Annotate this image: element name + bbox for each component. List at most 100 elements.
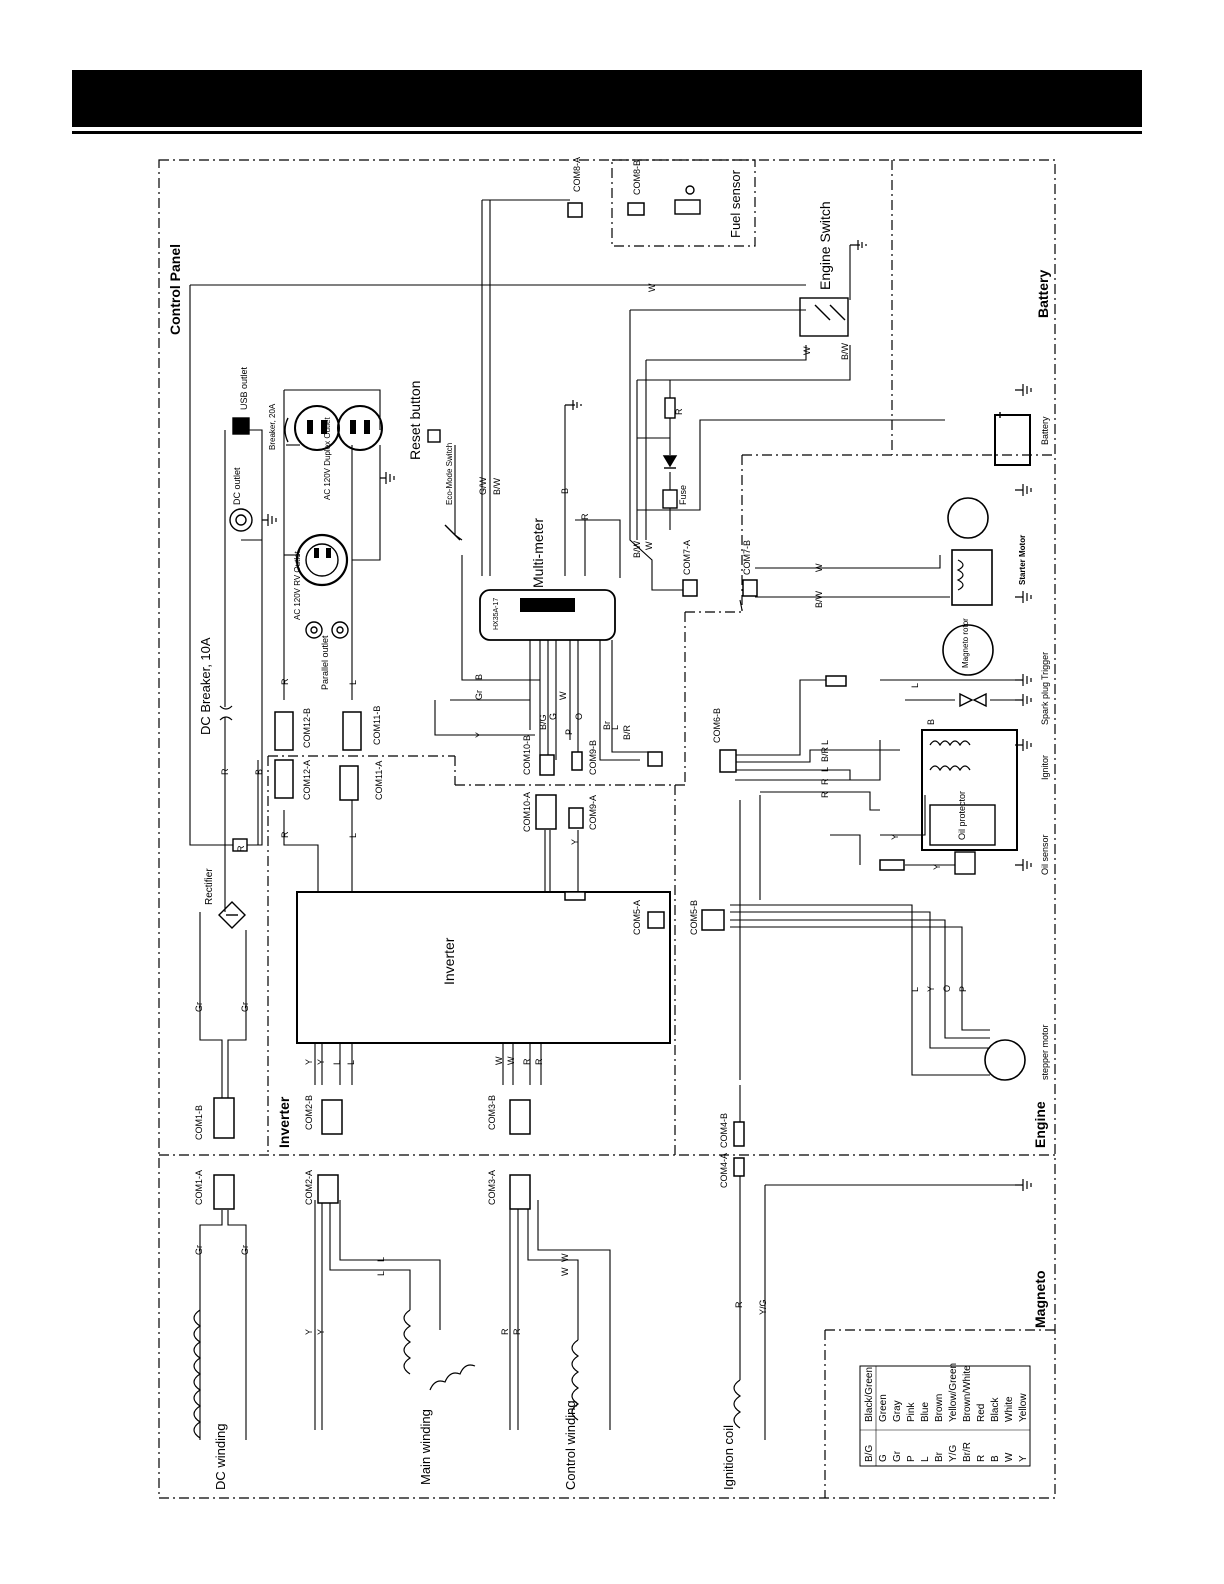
svg-text:Br: Br [934, 1451, 945, 1462]
header-rule [72, 131, 1142, 134]
svg-text:Red: Red [976, 1404, 987, 1422]
ground-icon [1015, 484, 1032, 496]
svg-text:Brown/White: Brown/White [962, 1365, 973, 1422]
label-com12-b: COM12-B [302, 708, 312, 748]
label-engine-switch: Engine Switch [817, 201, 833, 290]
svg-text:Y: Y [1018, 1455, 1029, 1462]
label-trigger: Trigger [1040, 652, 1050, 680]
svg-text:R: R [976, 1455, 987, 1462]
label-dc-outlet: DC outlet [232, 467, 242, 505]
svg-text:B: B [990, 1455, 1001, 1462]
legend-row: Gr Gray [892, 1400, 903, 1462]
label-eco-mode-switch: Eco-Mode Switch [445, 443, 454, 505]
svg-text:Gray: Gray [892, 1400, 903, 1422]
label-dc-breaker: DC Breaker, 10A [198, 637, 213, 735]
parallel-outlet-icon [305, 621, 323, 639]
starter-motor-icon [947, 497, 989, 539]
wire-label: W [644, 541, 654, 550]
section-control-panel: Control Panel [167, 244, 183, 335]
resistor-icon [664, 397, 676, 419]
label-multi-meter: Multi-meter [530, 518, 546, 588]
label-com1-b: COM1-B [194, 1105, 204, 1140]
svg-text:Black: Black [990, 1397, 1001, 1422]
control-winding-coil [571, 1339, 580, 1421]
label-stepper-motor: stepper motor [1040, 1024, 1050, 1080]
wire-label: Y [890, 834, 900, 840]
wire-label: G/W [478, 476, 488, 495]
svg-text:G: G [878, 1454, 889, 1462]
svg-text:Black/Green: Black/Green [864, 1367, 875, 1422]
ground-icon [1015, 694, 1032, 706]
label-com10-a: COM10-A [522, 792, 532, 832]
svg-text:P: P [906, 1455, 917, 1462]
rectifier-icon [218, 901, 246, 929]
wire-label: L [348, 833, 358, 838]
svg-text:Gr: Gr [892, 1450, 903, 1462]
wire-label: Y [304, 1059, 314, 1065]
label-spark-plug: Spark plug [1040, 682, 1050, 725]
ground-icon [1015, 739, 1032, 751]
wire-label: B [474, 674, 484, 680]
wire-label: R [512, 1328, 522, 1335]
wire-label: W [647, 283, 657, 292]
wire-label: G [548, 713, 558, 720]
label-com12-a: COM12-A [302, 760, 312, 800]
reset-button-icon [427, 429, 441, 443]
oil-sensor-icon [954, 851, 976, 875]
battery-icon [994, 414, 1031, 466]
wire-label: L [820, 767, 830, 772]
section-inverter: Inverter [276, 1096, 292, 1148]
wire-label: L [610, 725, 620, 730]
svg-text:W: W [1004, 1452, 1015, 1462]
wire-label: B/R [622, 724, 632, 740]
svg-text:Brown: Brown [934, 1394, 945, 1422]
svg-text:Pink: Pink [906, 1402, 917, 1422]
label-breaker-20a: Breaker, 20A [268, 403, 277, 450]
wire-label: Gr [194, 1245, 204, 1255]
wire-label: R [280, 678, 290, 685]
label-com8-a: COM8-A [572, 157, 582, 192]
legend-row: P Pink [906, 1402, 917, 1462]
svg-text:Br/R: Br/R [962, 1442, 973, 1462]
wire-label: R [734, 1301, 744, 1308]
inverter-box [296, 891, 671, 1044]
wire-label: Y [474, 732, 484, 738]
label-com11-a: COM11-A [374, 761, 384, 800]
wire-label: Y [316, 1329, 326, 1335]
label-multi-meter-model: HX35A-17 [493, 598, 500, 630]
wire-label: B [254, 769, 264, 775]
ground-icon [380, 472, 395, 484]
label-rectifier: Rectifier [204, 868, 215, 905]
svg-text:Green: Green [878, 1394, 889, 1422]
label-com11-b: COM11-B [372, 706, 382, 745]
breaker-icon [284, 417, 289, 443]
dc-breaker-icon [219, 705, 233, 721]
section-magneto: Magneto [1032, 1270, 1048, 1328]
svg-text:Yellow/Green: Yellow/Green [948, 1363, 959, 1422]
usb-outlet-icon [232, 417, 250, 435]
label-com7-b: COM7-B [742, 540, 752, 575]
wire-label: W [560, 1253, 570, 1262]
diode-icon [662, 455, 678, 468]
wire-label: L [820, 740, 830, 745]
label-com5-b: COM5-B [689, 900, 699, 935]
ignition-coil-icon [733, 1379, 742, 1429]
wire-label: Y [570, 839, 580, 845]
fuse-icon [662, 489, 678, 509]
dc-winding-coil [193, 1309, 202, 1439]
label-ignition-coil: Ignition coil [721, 1425, 736, 1490]
magneto-rotor-icon [942, 624, 994, 676]
label-main-winding: Main winding [418, 1409, 433, 1485]
wire-label: B/W [632, 540, 642, 558]
label-reset-button: Reset button [407, 381, 423, 460]
ground-icon [850, 240, 867, 250]
label-com2-a: COM2-A [304, 1170, 314, 1205]
section-battery: Battery [1035, 270, 1051, 318]
label-com3-b: COM3-B [487, 1095, 497, 1130]
dc-outlet-icon [229, 508, 253, 532]
